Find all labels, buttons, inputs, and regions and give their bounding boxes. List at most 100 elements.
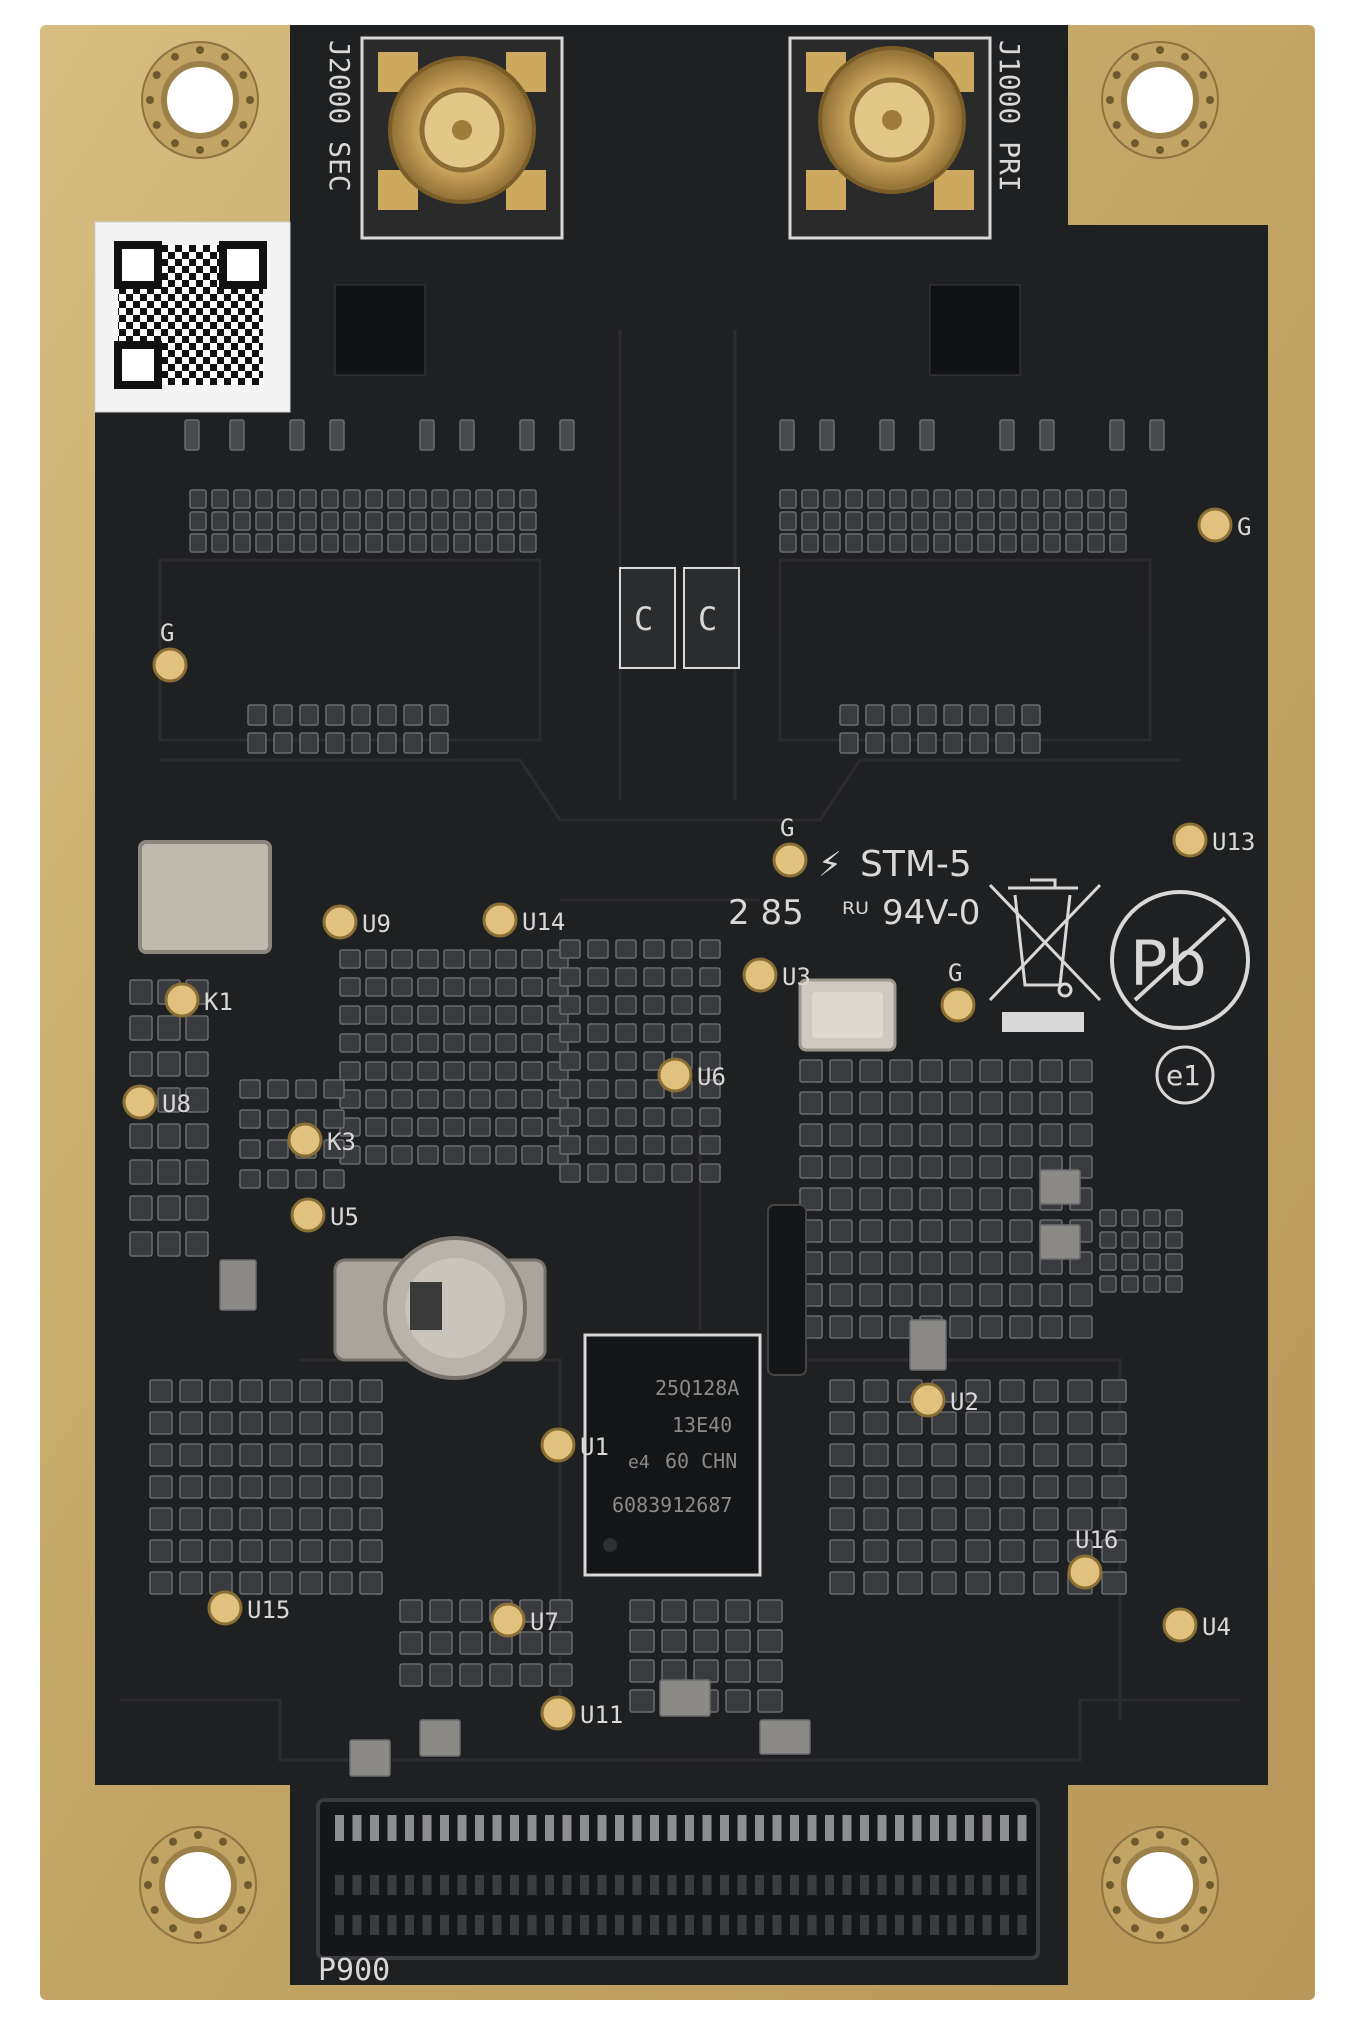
- smd-part: [521, 1145, 543, 1165]
- smd-part: [387, 533, 405, 553]
- flash-line-3: 60 CHN: [665, 1449, 737, 1473]
- smd-part: [399, 1599, 423, 1623]
- smd-part: [1101, 1475, 1127, 1499]
- edge-pin: [737, 1875, 747, 1895]
- smd-part: [919, 1187, 943, 1211]
- smd-part: [247, 704, 267, 726]
- edge-pin: [755, 1815, 764, 1841]
- smd-part: [643, 1135, 665, 1155]
- rf-ic-left: [334, 284, 426, 376]
- designator-u5: U5: [330, 1203, 359, 1231]
- smd-part: [1121, 1253, 1139, 1271]
- smd-part: [699, 995, 721, 1015]
- smd-part: [859, 1187, 883, 1211]
- smd-part: [587, 1051, 609, 1071]
- smd-part: [757, 1689, 783, 1713]
- smd-part: [299, 704, 319, 726]
- smd-part: [949, 1315, 973, 1339]
- smd-part: [299, 1443, 323, 1467]
- smd-part: [497, 511, 515, 531]
- smd-part: [185, 1159, 209, 1185]
- smd-part: [829, 1283, 853, 1307]
- smd-part: [431, 489, 449, 509]
- smd-part: [299, 511, 317, 531]
- edge-pin: [860, 1815, 869, 1841]
- edge-pin: [632, 1815, 642, 1841]
- smd-part: [443, 1145, 465, 1165]
- smd-part: [391, 1145, 413, 1165]
- smd-part: [519, 489, 537, 509]
- edge-pin: [930, 1815, 939, 1841]
- smd-part: [1021, 704, 1041, 726]
- via-dot: [1112, 71, 1121, 79]
- smd-part: [185, 1123, 209, 1149]
- smd-part: [889, 533, 907, 553]
- via-dot: [194, 1831, 202, 1839]
- smd-part: [377, 704, 397, 726]
- edge-pin: [860, 1915, 869, 1935]
- edge-pin: [440, 1875, 449, 1895]
- via-dot: [1206, 96, 1214, 104]
- smd-part: [897, 1475, 923, 1499]
- edge-pin: [667, 1875, 677, 1895]
- via-dot: [1131, 1837, 1139, 1846]
- smd-part: [1165, 1231, 1183, 1249]
- smd-part: [919, 1091, 943, 1115]
- via-dot: [1156, 146, 1164, 154]
- smd-part: [149, 1379, 173, 1403]
- smd-part: [643, 1107, 665, 1127]
- smd-part: [629, 1659, 655, 1683]
- edge-pin: [877, 1875, 887, 1895]
- smd-part: [343, 533, 361, 553]
- smd-part: [329, 1411, 353, 1435]
- edge-pin: [422, 1875, 432, 1895]
- smd-part: [343, 489, 361, 509]
- smd-part: [157, 1051, 181, 1077]
- smd-part: [693, 1659, 719, 1683]
- edge-pin: [807, 1915, 817, 1935]
- smd-part: [429, 704, 449, 726]
- via-dot: [1131, 139, 1139, 148]
- smd-part: [359, 1475, 383, 1499]
- edge-pin: [510, 1815, 519, 1841]
- designator-u8: U8: [162, 1090, 191, 1118]
- test-point-u7: [490, 1602, 526, 1638]
- via-dot: [169, 1924, 177, 1933]
- smd-part: [495, 1033, 517, 1053]
- edge-pin: [807, 1875, 817, 1895]
- smd-part: [1009, 1155, 1033, 1179]
- smd-part: [129, 1231, 153, 1257]
- edge-pin: [405, 1875, 414, 1895]
- smd-part: [365, 489, 383, 509]
- smd-part: [519, 419, 535, 451]
- smd-part: [185, 1195, 209, 1221]
- smd-part: [233, 533, 251, 553]
- smd-part: [643, 967, 665, 987]
- smd-part: [365, 511, 383, 531]
- smd-part: [879, 419, 895, 451]
- via-dot: [1181, 139, 1189, 148]
- edge-pin: [982, 1915, 992, 1935]
- smd-part: [299, 1379, 323, 1403]
- smd-part: [359, 1411, 383, 1435]
- edge-pin: [737, 1915, 747, 1935]
- smd-part: [209, 1443, 233, 1467]
- smd-part: [919, 1123, 943, 1147]
- smd-part: [459, 419, 475, 451]
- smd-part: [339, 977, 361, 997]
- smd-part: [933, 489, 951, 509]
- edge-pin: [965, 1815, 974, 1841]
- designator-u14: U14: [522, 908, 565, 936]
- smd-part: [349, 1739, 391, 1777]
- sma-connector-primary: [788, 36, 992, 240]
- smd-part: [943, 732, 963, 754]
- smd-part: [1101, 1539, 1127, 1563]
- smd-part: [559, 1163, 581, 1183]
- smd-part: [247, 732, 267, 754]
- via-dot: [239, 71, 248, 79]
- smd-part: [1101, 1411, 1127, 1435]
- smd-part: [863, 1411, 889, 1435]
- edge-pin: [457, 1915, 467, 1935]
- designator-u16: U16: [1075, 1526, 1118, 1554]
- lead-free-symbol: [1110, 890, 1250, 1030]
